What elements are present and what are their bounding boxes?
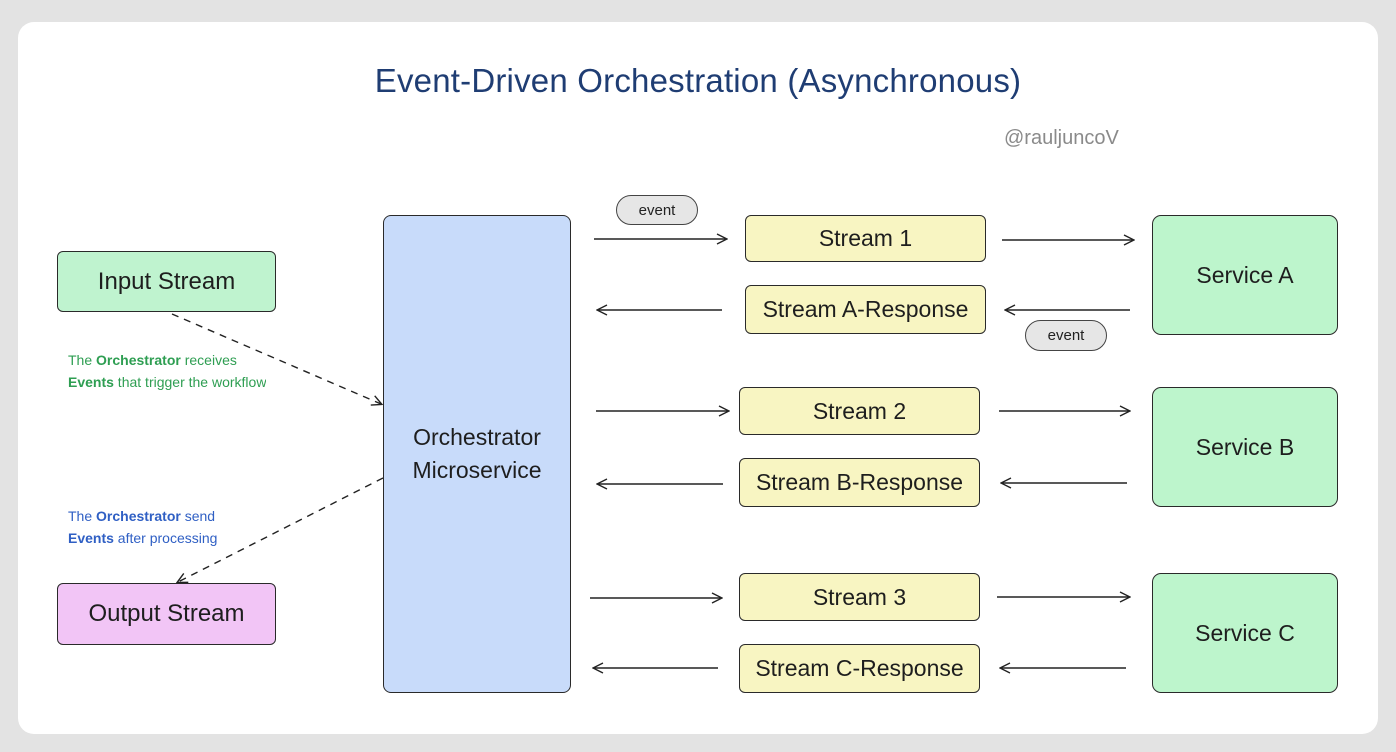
event-pill-inbound: event	[1025, 320, 1107, 351]
orchestrator-label-line2: Microservice	[412, 457, 542, 483]
note-send-text: The	[68, 508, 97, 524]
output-stream-box: Output Stream	[57, 583, 276, 645]
service-a-box: Service A	[1152, 215, 1338, 335]
service-c-box: Service C	[1152, 573, 1338, 693]
note-send-text-3: after processing	[113, 530, 218, 546]
stream-b-response-box: Stream B-Response	[739, 458, 980, 507]
note-receive-text-2: receives	[180, 352, 237, 368]
note-send-events: Events	[68, 530, 114, 546]
input-stream-box: Input Stream	[57, 251, 276, 312]
service-b-box: Service B	[1152, 387, 1338, 507]
stream-3-box: Stream 3	[739, 573, 980, 621]
note-send-text-2: send	[180, 508, 216, 524]
note-receive-events: Events	[68, 374, 114, 390]
event-pill-outbound: event	[616, 195, 698, 225]
stream-2-box: Stream 2	[739, 387, 980, 435]
note-receive-orchestrator: Orchestrator	[96, 352, 181, 368]
note-send-orchestrator: Orchestrator	[96, 508, 181, 524]
stream-c-response-box: Stream C-Response	[739, 644, 980, 693]
diagram-title: Event-Driven Orchestration (Asynchronous…	[374, 62, 1022, 99]
author-handle: @rauljuncoV	[1004, 127, 1119, 149]
stream-a-response-box: Stream A-Response	[745, 285, 986, 334]
note-orchestrator-receives: The Orchestrator receives Events that tr…	[68, 349, 266, 390]
stream-1-box: Stream 1	[745, 215, 986, 262]
orchestrator-label-line1: Orchestrator	[413, 424, 541, 450]
note-receive-text-3: that trigger the workflow	[113, 374, 267, 390]
orchestrator-microservice-box: Orchestrator Microservice	[383, 215, 571, 693]
note-orchestrator-sends: The Orchestrator send Events after proce…	[68, 505, 217, 546]
note-receive-text: The	[68, 352, 97, 368]
